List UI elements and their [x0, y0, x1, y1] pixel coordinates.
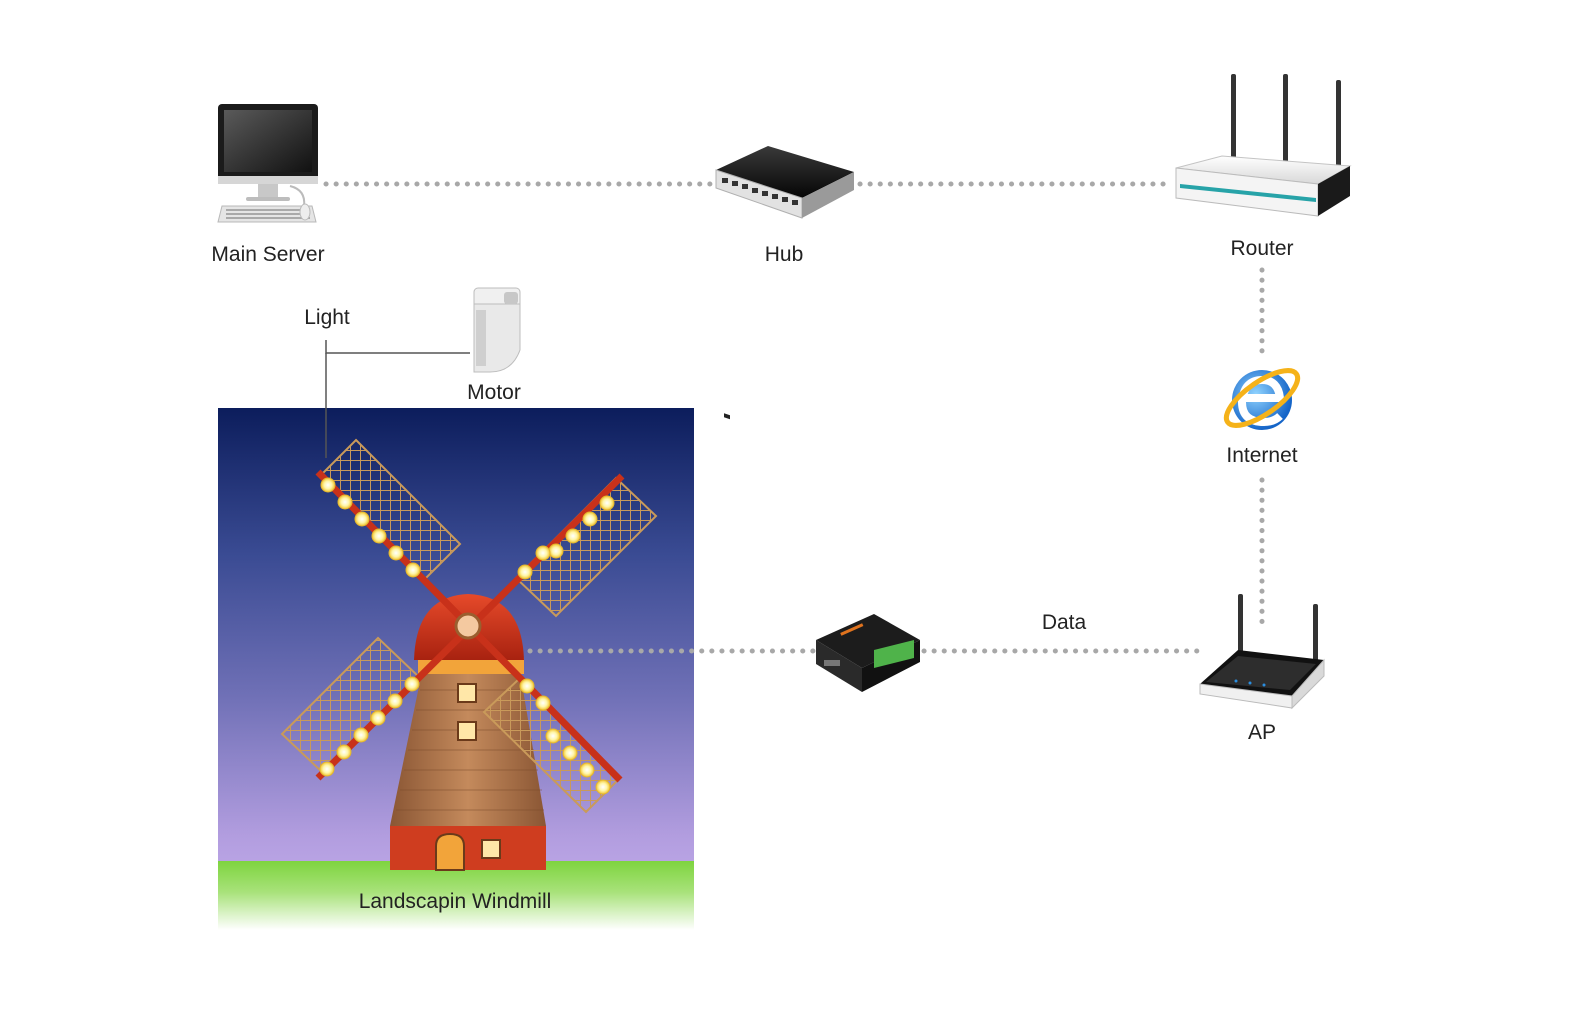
router-icon	[1175, 74, 1352, 217]
windmill-sails	[280, 438, 658, 814]
hub-icon	[715, 146, 854, 420]
motor-icon	[473, 287, 521, 373]
grass	[218, 861, 694, 930]
internet-label: Internet	[1226, 444, 1298, 467]
data-link-label: Data	[1041, 611, 1087, 634]
hub-label: Hub	[764, 243, 804, 266]
router-label: Router	[1230, 237, 1294, 260]
main-server-icon	[217, 104, 318, 223]
windmill-icon	[280, 438, 658, 871]
light-bulbs	[319, 477, 615, 795]
internet-icon	[1223, 368, 1301, 430]
main-server-label: Main Server	[211, 243, 325, 266]
windmill-label: Landscapin Windmill	[358, 890, 552, 913]
ap-icon	[1199, 594, 1325, 710]
light-motor-wire	[325, 340, 470, 458]
motor-label: Motor	[467, 381, 521, 404]
ap-label: AP	[1247, 721, 1277, 744]
controller-icon	[816, 614, 920, 692]
light-label: Light	[304, 306, 350, 329]
